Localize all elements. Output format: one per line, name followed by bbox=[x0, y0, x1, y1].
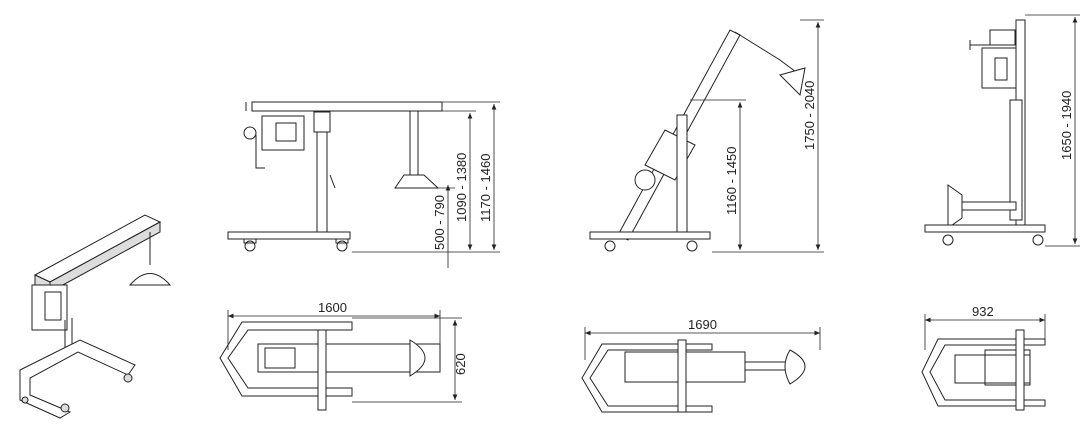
dim-total-height: 1170 - 1460 bbox=[478, 154, 493, 222]
dim-length-1: 1600 bbox=[318, 300, 347, 315]
side-view-2: 1160 - 1450 1750 - 2040 bbox=[589, 19, 824, 253]
dim-length-3: 932 bbox=[972, 304, 994, 319]
side-view-3: 1650 - 1940 bbox=[924, 14, 1080, 247]
dim-foot-height: 500 - 790 bbox=[432, 195, 447, 250]
top-view-2: 1690 bbox=[581, 317, 821, 413]
dim-table-height: 1090 - 1380 bbox=[454, 153, 469, 222]
top-view-3: 932 bbox=[921, 304, 1046, 411]
side-view-1: 500 - 790 1090 - 1380 1170 - 1460 bbox=[227, 101, 500, 268]
dim-pivot-height: 1160 - 1450 bbox=[724, 147, 739, 215]
isometric-view bbox=[19, 214, 172, 419]
dim-total-height-2: 1750 - 2040 bbox=[802, 81, 817, 150]
dim-length-2: 1690 bbox=[688, 317, 717, 332]
dim-width-1: 620 bbox=[453, 353, 468, 375]
dim-total-height-3: 1650 - 1940 bbox=[1059, 91, 1074, 160]
top-view-1: 1600 620 bbox=[219, 300, 468, 411]
